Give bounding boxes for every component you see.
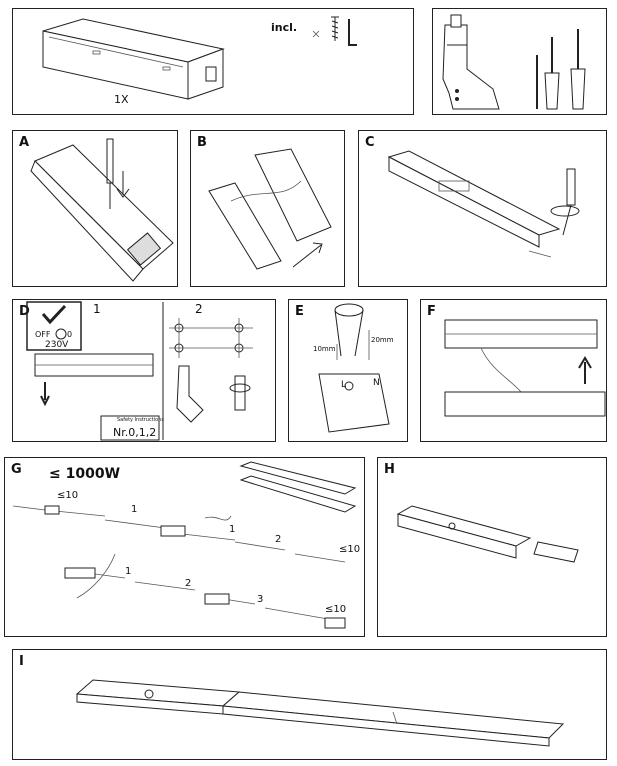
step-b-panel: B	[190, 130, 345, 287]
safety-doc-number: Nr.0,1,2	[113, 426, 157, 439]
segment-1-label-c: 1	[125, 566, 132, 577]
step-d-drawing	[26, 301, 253, 441]
step-f-drawing	[444, 319, 606, 417]
strip-10mm-label: 10mm	[313, 345, 336, 353]
max-power-label: ≤ 1000W	[49, 466, 121, 482]
step-g-panel: G ≤ 1000W ≤10 ≤10 ≤10 1 1 1 2 2 3	[4, 457, 365, 637]
segment-1-label-a: 1	[131, 504, 138, 515]
step-c-drawing	[387, 150, 580, 258]
max-10-label-1: ≤10	[57, 490, 79, 501]
step-e-panel: E 10mm 20mm L N	[288, 299, 408, 442]
step-b-label: B	[197, 135, 207, 150]
max-10-label-2: ≤10	[339, 544, 361, 555]
step-e-label: E	[295, 304, 304, 319]
segment-2-label-a: 2	[275, 534, 282, 545]
step-h-panel: H	[377, 457, 607, 637]
quantity-label: 1X	[114, 93, 129, 106]
step-a-drawing	[30, 138, 174, 282]
included-label: incl.	[271, 21, 298, 34]
max-10-label-3: ≤10	[325, 604, 347, 615]
zero-label: 0	[67, 330, 73, 339]
strip-20mm-label: 20mm	[371, 336, 394, 344]
safety-instructions-label: Safety Instructions	[117, 417, 164, 423]
step-i-drawing	[75, 679, 565, 747]
step-f-panel: F	[420, 299, 607, 442]
step-d-panel: D 1 2 OFF 0 230V Safety Instructions Nr.…	[12, 299, 276, 442]
step-g-drawing	[12, 461, 357, 629]
step-c-label: C	[365, 135, 375, 150]
step-a-label: A	[19, 135, 30, 150]
contents-panel: incl. 1X	[12, 8, 414, 115]
step-d-label: D	[19, 304, 30, 319]
off-label: OFF	[35, 330, 51, 339]
segment-2-label-b: 2	[185, 578, 192, 589]
segment-3-label: 3	[257, 594, 264, 605]
track-adapter-drawing	[42, 18, 225, 100]
step-h-label: H	[384, 462, 395, 477]
tools-panel	[432, 8, 607, 115]
voltage-label: 230V	[45, 340, 69, 350]
step-f-label: F	[427, 304, 436, 319]
step-b-drawing	[208, 148, 332, 270]
step-h-drawing	[396, 505, 579, 563]
screw-and-key-icons	[312, 16, 357, 46]
drill-and-screwdriver-icons	[442, 14, 586, 110]
step-i-panel: I	[12, 649, 607, 760]
step-d1-number: 1	[93, 302, 101, 316]
step-c-panel: C	[358, 130, 607, 287]
step-e-drawing	[318, 303, 390, 433]
step-a-panel: A	[12, 130, 178, 287]
terminal-n-label: N	[373, 378, 380, 388]
terminal-l-label: L	[341, 380, 347, 390]
step-g-label: G	[11, 462, 22, 477]
segment-1-label-b: 1	[229, 524, 236, 535]
step-d2-number: 2	[195, 302, 203, 316]
step-i-label: I	[19, 654, 24, 669]
